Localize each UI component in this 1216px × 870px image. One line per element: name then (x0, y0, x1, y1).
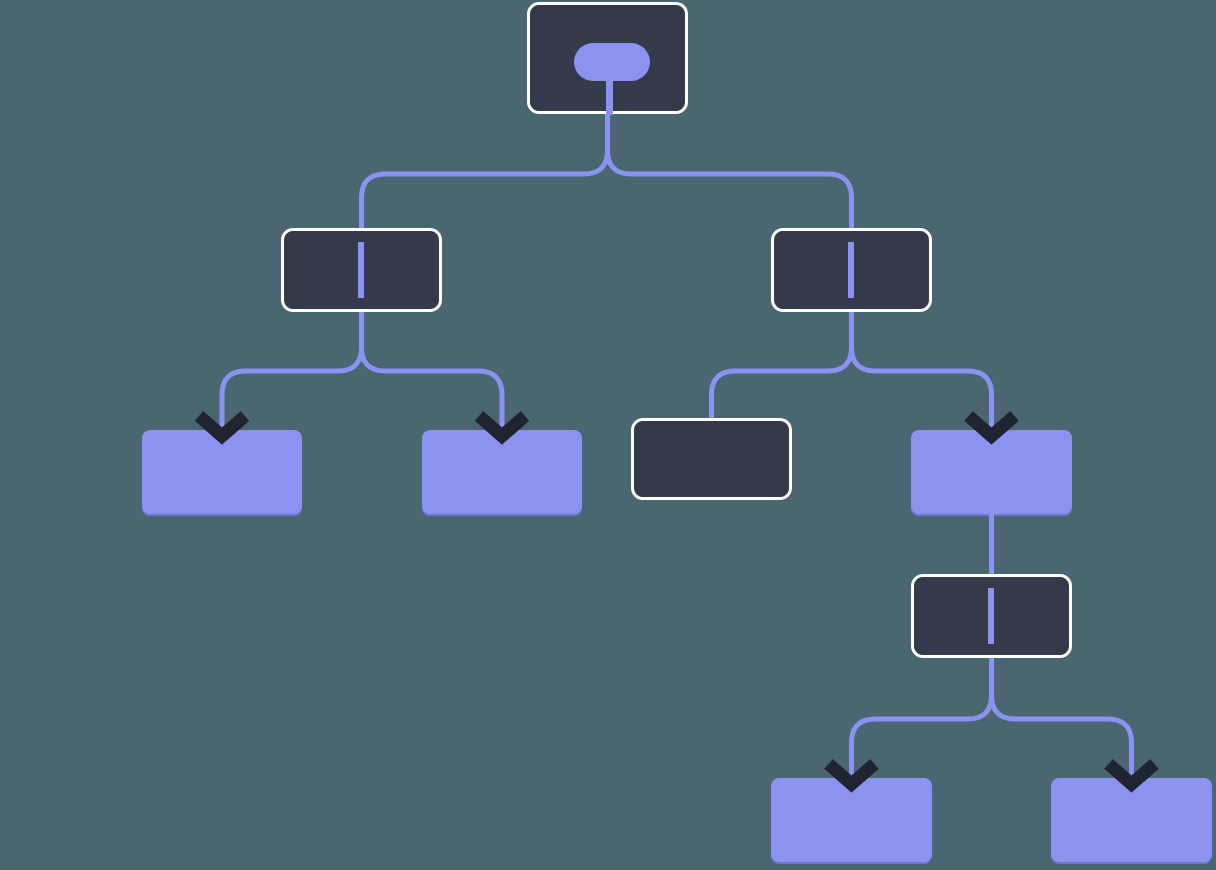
branch-node-d[interactable] (911, 430, 1072, 514)
edge-left-to-a (222, 312, 362, 430)
level2-dark-node[interactable] (631, 418, 792, 500)
level1-right-node[interactable] (771, 228, 932, 312)
leaf-node-f[interactable] (1051, 778, 1212, 862)
root-stem-glyph (606, 71, 613, 115)
leaf-node-b[interactable] (422, 430, 582, 514)
edge-l3-to-e (852, 658, 992, 778)
edge-right-to-c (712, 312, 852, 418)
leaf-node-a[interactable] (142, 430, 302, 514)
edge-root-to-left (362, 114, 608, 228)
edge-root-to-right (608, 114, 852, 228)
level1-left-node[interactable] (281, 228, 442, 312)
leaf-node-e[interactable] (771, 778, 932, 862)
level3-dark-node[interactable] (911, 574, 1072, 658)
edge-right-to-d (852, 312, 992, 430)
edge-left-to-b (362, 312, 503, 430)
root-node[interactable] (527, 2, 688, 114)
edge-l3-to-f (992, 658, 1132, 778)
